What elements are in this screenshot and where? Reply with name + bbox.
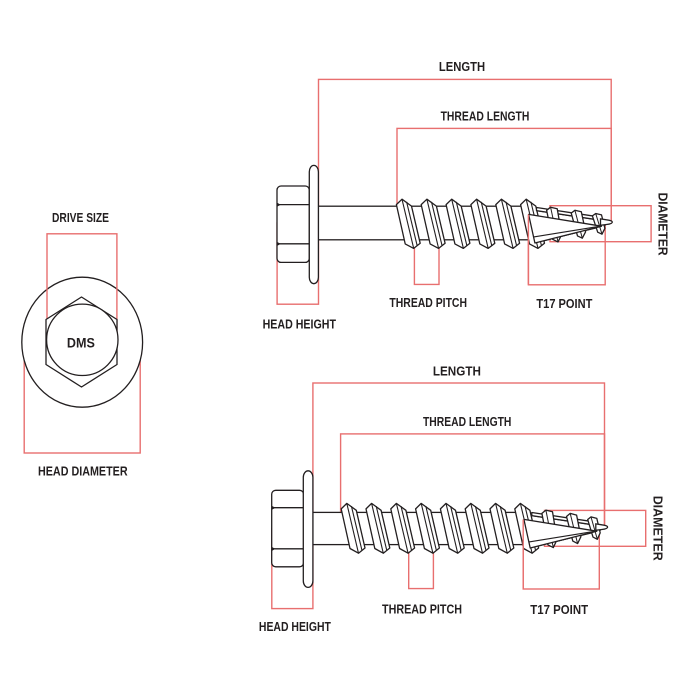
svg-text:THREAD PITCH: THREAD PITCH <box>382 602 462 617</box>
svg-text:DIAMETER: DIAMETER <box>656 193 671 257</box>
svg-text:DRIVE SIZE: DRIVE SIZE <box>52 210 109 225</box>
svg-text:THREAD LENGTH: THREAD LENGTH <box>423 414 511 429</box>
svg-text:T17 POINT: T17 POINT <box>530 602 588 617</box>
svg-text:THREAD LENGTH: THREAD LENGTH <box>441 108 530 123</box>
svg-text:HEAD DIAMETER: HEAD DIAMETER <box>38 463 128 478</box>
svg-text:DIAMETER: DIAMETER <box>651 496 666 562</box>
svg-text:HEAD HEIGHT: HEAD HEIGHT <box>259 619 331 634</box>
svg-text:LENGTH: LENGTH <box>439 59 485 74</box>
svg-text:DMS: DMS <box>67 335 95 351</box>
svg-text:THREAD PITCH: THREAD PITCH <box>389 295 467 310</box>
svg-text:HEAD HEIGHT: HEAD HEIGHT <box>263 317 336 332</box>
svg-text:LENGTH: LENGTH <box>433 364 481 379</box>
svg-text:T17 POINT: T17 POINT <box>536 296 592 311</box>
